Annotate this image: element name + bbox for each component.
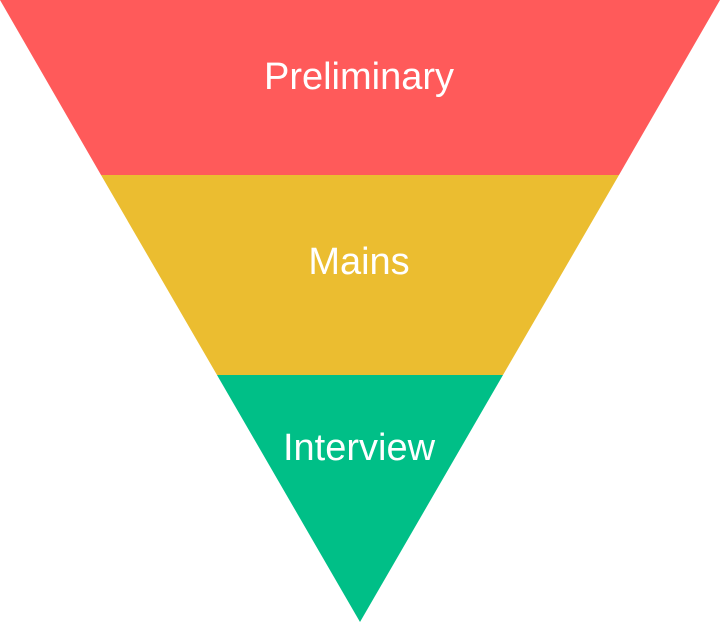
stage-label-interview: Interview	[283, 427, 436, 469]
funnel-stage-preliminary	[0, 0, 720, 175]
stage-label-preliminary: Preliminary	[264, 56, 454, 98]
stage-label-mains: Mains	[308, 241, 409, 283]
funnel-stage-mains	[101, 175, 619, 375]
funnel-stage-interview	[217, 375, 503, 622]
